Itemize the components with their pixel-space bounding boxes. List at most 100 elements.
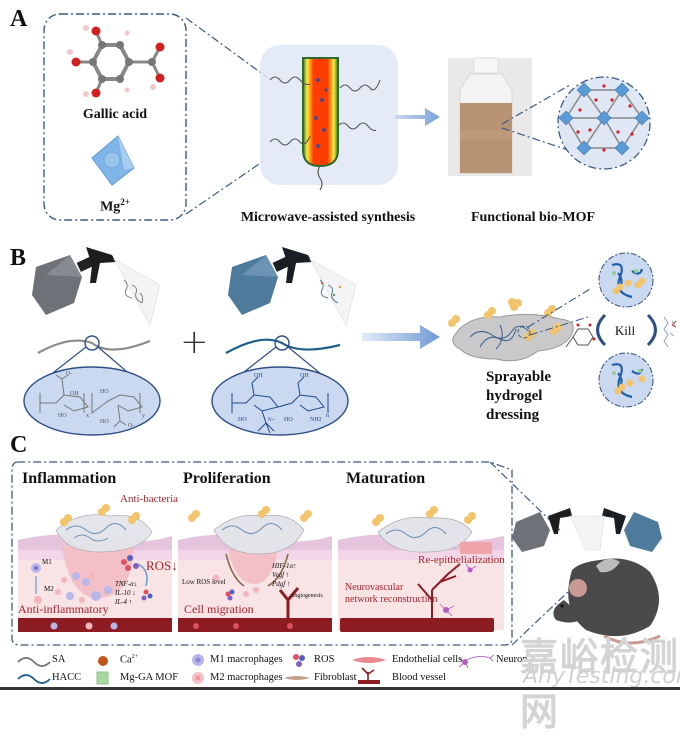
legend-icons: [17, 654, 495, 685]
dressing-label-line-3: dressing: [486, 407, 540, 423]
panel-c-graphics: [11, 461, 662, 646]
sa-polymer-strand: [37, 339, 151, 354]
sa-strand-icon: [17, 657, 51, 667]
legend-endothelial-cells: Endothelial cells: [392, 654, 463, 665]
factor-hif: HIF-1α↑: [272, 562, 297, 570]
molecules-in-tube: [314, 78, 328, 148]
mouse-treatment-illustration: [512, 508, 662, 645]
growth-factor-list: HIF-1α↑ Vegf ↑ Pdgf ↑: [272, 562, 297, 589]
ros-decrease-label: ROS↓: [146, 558, 178, 573]
hydrogel-zoom-circle-top: [598, 252, 654, 308]
blood-vessel-icon: [358, 667, 380, 684]
sa-oh-label: OH: [70, 391, 79, 397]
sa-ho-label-2: HO: [100, 389, 109, 395]
mg-ion-label: Mg2+: [60, 197, 170, 216]
zoom-line-bottom: [185, 159, 266, 215]
mg-ion-octahedron-icon: [91, 135, 135, 186]
hydrogel-zoom-circle-bottom: [598, 352, 654, 408]
legend-ca-charge: 2+: [131, 654, 139, 660]
sa-ho-label-1: HO: [58, 413, 67, 419]
bacteria-polymer-small-icon: [663, 316, 677, 348]
fibroblast-icon: [284, 676, 310, 680]
kill-arrow-left: [596, 313, 607, 347]
mouse-body: [568, 558, 659, 637]
sa-chemical-structure: [39, 374, 143, 428]
watermark-english: AnyTesting.com: [523, 664, 680, 689]
legend-neuron: Neuron: [496, 654, 528, 665]
gallic-acid-molecule-icon: [67, 25, 165, 98]
angiogenesis-label: Angiogenesis: [290, 593, 323, 599]
legend-hacc: HACC: [52, 672, 82, 683]
gallic-acid-label: Gallic acid: [82, 107, 148, 122]
cytokine-tnf: TNF-α↓: [115, 580, 138, 588]
hydrogel-dressing-icon: [452, 313, 574, 362]
hacc-nh2-label: NH2: [310, 417, 322, 423]
panel-a-letter: A: [10, 6, 28, 32]
hacc-subscript-n: n: [326, 413, 329, 419]
stage-title-inflammation: Inflammation: [22, 470, 117, 487]
mg-ga-mof-icon: [96, 671, 109, 685]
dressing-label-line-1: Sprayable: [486, 369, 552, 385]
panel-a-graphics: [43, 13, 651, 221]
polymer-strands: [269, 76, 381, 191]
sa-subscript-y: y: [142, 413, 145, 419]
cytokine-il10: IL-10 ↓: [115, 589, 136, 597]
mg-ion-charge: 2+: [120, 197, 130, 207]
mg-ion-symbol: Mg: [100, 199, 121, 215]
microwave-synthesis-label: Microwave-assisted synthesis: [240, 210, 416, 225]
anti-inflammatory-label: Anti-inflammatory: [18, 602, 109, 616]
neurovascular-line-2: network reconstruction: [345, 594, 438, 605]
panel-b-letter: B: [10, 245, 27, 271]
legend-mg-ga-mof: Mg-GA MOF: [120, 672, 179, 683]
functional-bio-mof-label: Functional bio-MOF: [470, 210, 596, 225]
legend-m2-macrophages: M2 macrophages: [210, 672, 283, 683]
hacc-n-plus-label: N+: [268, 418, 275, 423]
cytokine-il4: IL-4 ↑: [115, 598, 133, 606]
legend-ca-symbol: Ca: [120, 654, 132, 666]
anti-bacteria-label: Anti-bacteria: [120, 493, 179, 505]
hacc-strand-icon: [17, 674, 51, 684]
hacc-structure-ellipse: [211, 366, 349, 436]
sa-spray-bottle-icon: [32, 247, 161, 326]
calcium-ion-icon: [98, 656, 108, 666]
legend-ca: Ca2+: [120, 654, 138, 666]
kill-label: Kill: [614, 323, 636, 338]
m2-label: M2: [44, 585, 54, 593]
reaction-tube-icon: [302, 57, 339, 168]
stage-maturation-illustration: [338, 490, 504, 640]
cell-migration-label: Cell migration: [184, 602, 254, 616]
ros-icon: [293, 654, 305, 667]
mof-lattice-icon: [558, 82, 650, 156]
zoom-line-top: [185, 17, 269, 79]
neurovascular-line-1: Neurovascular: [345, 582, 404, 593]
cytokine-list: TNF-α↓ IL-10 ↓ IL-4 ↑: [115, 580, 137, 607]
neurovascular-label: Neurovascular network reconstruction: [345, 582, 437, 606]
legend-m1-macrophages: M1 macrophages: [210, 654, 283, 665]
sa-ho-label-3: HO: [100, 419, 109, 425]
legend-fibroblast: Fibroblast: [314, 672, 357, 683]
kill-arrow-right: [646, 313, 657, 347]
low-ros-level-label: Low ROS level: [182, 578, 226, 586]
arrow-to-hydrogel: [362, 325, 440, 349]
dressing-label-line-2: hydrogel: [486, 388, 543, 404]
legend-blood-vessel: Blood vessel: [392, 672, 446, 683]
sa-o-minus-label-2: O-: [128, 423, 134, 429]
neuron-icon: [458, 654, 495, 669]
m1-label: M1: [42, 558, 52, 566]
hacc-ho-label-1: HO: [238, 417, 247, 423]
factor-vegf: Vegf ↑: [272, 571, 290, 579]
legend-sa: SA: [52, 654, 66, 665]
sprayable-hydrogel-label: Sprayable hydrogel dressing: [486, 368, 551, 425]
sa-subscript-x: x: [86, 413, 89, 419]
bottom-border: [0, 687, 680, 690]
arrow-to-bottle: [395, 108, 440, 126]
stage-proliferation-illustration: [178, 490, 332, 640]
hacc-polymer-strand: [225, 338, 341, 354]
hacc-ho-label-2: HO: [284, 417, 293, 423]
factor-pdgf: Pdgf ↑: [272, 580, 291, 588]
stage-title-maturation: Maturation: [346, 470, 426, 487]
hacc-oh-label-2: OH: [300, 373, 309, 379]
endothelial-cell-icon: [352, 657, 386, 663]
hacc-spray-bottle-icon: [228, 247, 357, 326]
re-epithelialization-label: Re-epithelialization: [418, 554, 505, 566]
